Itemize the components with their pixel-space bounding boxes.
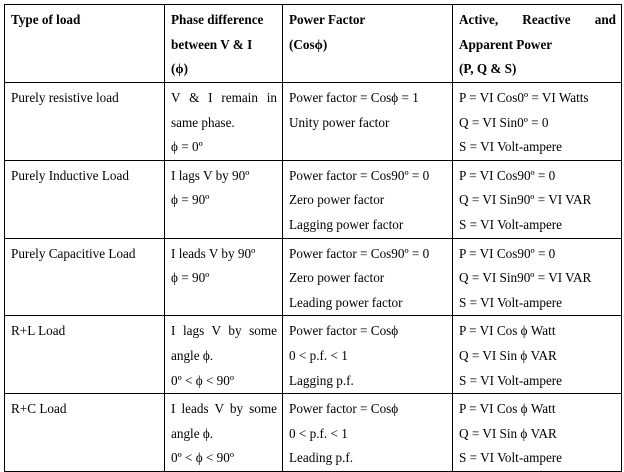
table-row: R+L Load I lags V by some angle ϕ. 0º < … — [4, 315, 622, 395]
cell-text: V & I remain in — [171, 90, 277, 105]
cell-power: P = VI Cos90º = 0 Q = VI Sin90º = VI VAR… — [452, 159, 622, 239]
cell-text: Zero power factor — [289, 270, 385, 286]
cell-load-type: Purely resistive load — [4, 82, 165, 161]
cell-power-factor: Power factor = Cos90º = 0 Zero power fac… — [282, 159, 453, 239]
cell-text: S = VI Volt-ampere — [459, 372, 563, 388]
load-type-text: Purely Inductive Load — [11, 167, 129, 183]
cell-power-factor: Power factor = Cos90º = 0 Zero power fac… — [282, 237, 453, 317]
header-text: Apparent Power — [459, 36, 553, 52]
cell-text: Leading p.f. — [289, 450, 354, 466]
cell-text: S = VI Volt-ampere — [459, 216, 563, 232]
cell-power: P = VI Cos90º = 0 Q = VI Sin90º = VI VAR… — [452, 237, 622, 317]
cell-load-type: Purely Capacitive Load — [4, 237, 165, 317]
cell-text: 0 < p.f. < 1 — [289, 347, 348, 363]
header-text: (P, Q & S) — [459, 61, 517, 77]
header-text: between V & I — [171, 36, 253, 52]
cell-text: S = VI Volt-ampere — [459, 450, 563, 466]
load-type-text: R+L Load — [11, 323, 66, 339]
cell-text: 0º < ϕ < 90º — [171, 372, 234, 388]
cell-power: P = VI Cos ϕ Watt Q = VI Sin ϕ VAR S = V… — [452, 315, 622, 395]
table-row: R+C Load I leads V by some angle ϕ. 0º <… — [4, 393, 622, 472]
header-phase-difference: Phase difference between V & I (ϕ) — [164, 4, 283, 83]
cell-text: I leads V by 90º — [171, 245, 256, 261]
cell-text: Power factor = Cosϕ = 1 — [289, 90, 419, 105]
cell-text: Zero power factor — [289, 192, 385, 208]
cell-load-type: R+C Load — [4, 393, 165, 472]
header-text: Power Factor — [289, 12, 366, 27]
cell-text: Leading power factor — [289, 294, 403, 310]
cell-phase-difference: I leads V by 90º ϕ = 90º — [164, 237, 283, 317]
table-row: Purely resistive load V & I remain in sa… — [4, 82, 622, 161]
cell-phase-difference: I leads V by some angle ϕ. 0º < ϕ < 90º — [164, 393, 283, 472]
cell-text: 0 < p.f. < 1 — [289, 425, 348, 441]
load-comparison-table: Type of load Phase difference between V … — [4, 4, 622, 472]
load-type-text: Purely resistive load — [11, 90, 119, 105]
cell-power: P = VI Cos ϕ Watt Q = VI Sin ϕ VAR S = V… — [452, 393, 622, 472]
header-text: (Cosϕ) — [289, 36, 328, 52]
cell-text: I leads V by some — [171, 401, 277, 417]
cell-phase-difference: V & I remain in same phase. ϕ = 0º — [164, 82, 283, 161]
header-text: Type of load — [11, 12, 81, 27]
cell-text: Unity power factor — [289, 114, 390, 130]
cell-text: Q = VI Sin ϕ VAR — [459, 347, 557, 363]
header-text: Phase difference — [171, 12, 264, 27]
cell-text: same phase. — [171, 114, 235, 130]
cell-text: Q = VI Sin ϕ VAR — [459, 425, 557, 441]
cell-load-type: R+L Load — [4, 315, 165, 395]
cell-text: Q = VI Sin0º = 0 — [459, 114, 549, 130]
header-type-of-load: Type of load — [4, 4, 165, 83]
table-header-row: Type of load Phase difference between V … — [4, 4, 622, 83]
cell-text: S = VI Volt-ampere — [459, 139, 563, 155]
cell-text: P = VI Cos90º = 0 — [459, 167, 556, 183]
cell-text: Power factor = Cosϕ — [289, 323, 399, 339]
header-power-factor: Power Factor (Cosϕ) — [282, 4, 453, 83]
table-row: Purely Inductive Load I lags V by 90º ϕ … — [4, 159, 622, 239]
cell-text: Q = VI Sin90º = VI VAR — [459, 192, 592, 208]
cell-text: Lagging power factor — [289, 216, 404, 232]
header-text: Active, Reactive and — [459, 12, 616, 27]
load-type-text: Purely Capacitive Load — [11, 245, 136, 261]
cell-text: Power factor = Cos90º = 0 — [289, 167, 430, 183]
cell-power-factor: Power factor = Cosϕ 0 < p.f. < 1 Lagging… — [282, 315, 453, 395]
cell-power-factor: Power factor = Cosϕ = 1 Unity power fact… — [282, 82, 453, 161]
cell-text: ϕ = 90º — [171, 192, 210, 208]
load-type-text: R+C Load — [11, 401, 67, 417]
cell-text: I lags V by some — [171, 323, 277, 339]
cell-text: 0º < ϕ < 90º — [171, 450, 234, 466]
cell-text: Lagging p.f. — [289, 372, 354, 388]
cell-text: P = VI Cos90º = 0 — [459, 245, 556, 261]
header-power: Active, Reactive and Apparent Power (P, … — [452, 4, 622, 83]
cell-phase-difference: I lags V by 90º ϕ = 90º — [164, 159, 283, 239]
cell-text: I lags V by 90º — [171, 167, 250, 183]
cell-text: P = VI Cos ϕ Watt — [459, 401, 556, 417]
cell-text: S = VI Volt-ampere — [459, 294, 563, 310]
cell-text: angle ϕ. — [171, 425, 214, 441]
cell-power: P = VI Cos0º = VI Watts Q = VI Sin0º = 0… — [452, 82, 622, 161]
cell-text: ϕ = 90º — [171, 270, 210, 286]
cell-text: P = VI Cos ϕ Watt — [459, 323, 556, 339]
cell-text: Power factor = Cos90º = 0 — [289, 245, 430, 261]
cell-text: angle ϕ. — [171, 347, 214, 363]
cell-text: Power factor = Cosϕ — [289, 401, 399, 417]
table-row: Purely Capacitive Load I leads V by 90º … — [4, 237, 622, 317]
cell-text: Q = VI Sin90º = VI VAR — [459, 270, 592, 286]
cell-phase-difference: I lags V by some angle ϕ. 0º < ϕ < 90º — [164, 315, 283, 395]
cell-power-factor: Power factor = Cosϕ 0 < p.f. < 1 Leading… — [282, 393, 453, 472]
cell-text: ϕ = 0º — [171, 139, 203, 155]
cell-load-type: Purely Inductive Load — [4, 159, 165, 239]
cell-text: P = VI Cos0º = VI Watts — [459, 90, 589, 105]
header-text: (ϕ) — [171, 61, 189, 77]
